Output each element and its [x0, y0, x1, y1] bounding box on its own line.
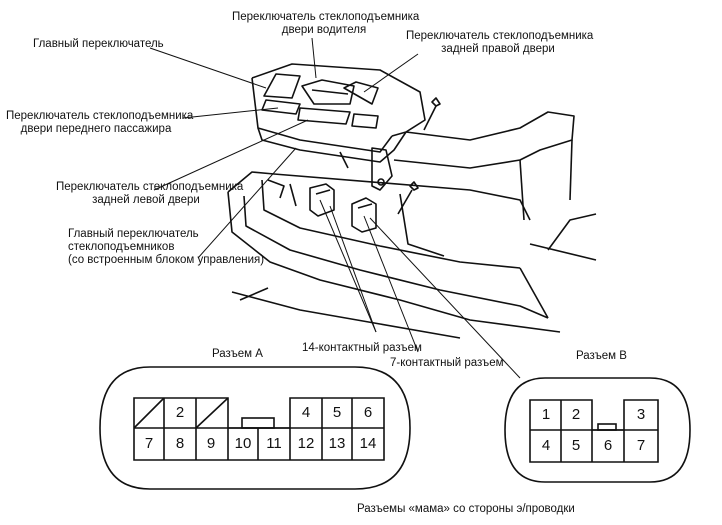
label-rear-right-line1: Переключатель стеклоподъемника [406, 30, 594, 42]
connector-a-drawing [99, 366, 411, 490]
label-main-switch: Главный переключатель [33, 38, 164, 50]
pin-a-6: 6 [363, 404, 373, 421]
label-front-passenger-switch: Переключатель стеклоподъемника двери пер… [6, 110, 194, 136]
connector-b-drawing [504, 377, 691, 483]
label-master-unit-line2: стеклоподъемников [68, 241, 175, 253]
label-connector-14: 14-контактный разъем [302, 342, 422, 354]
pin-b-4: 4 [541, 437, 551, 454]
pin-b-5: 5 [571, 437, 581, 454]
pin-a-9: 9 [206, 435, 216, 452]
pin-b-3: 3 [636, 406, 646, 423]
pin-a-12: 12 [297, 435, 315, 452]
label-rear-left-line2: задней левой двери [92, 194, 200, 206]
label-master-unit-line3: (со встроенным блоком управления) [68, 254, 265, 266]
pin-a-11: 11 [266, 435, 282, 452]
label-master-unit: Главный переключатель стеклоподъемников … [68, 228, 264, 267]
label-front-passenger-line2: двери переднего пассажира [20, 123, 172, 135]
door-panel-drawing [227, 63, 597, 339]
pin-b-6: 6 [603, 437, 613, 454]
label-rear-right-line2: задней правой двери [441, 43, 555, 55]
label-connector-b: Разъем B [576, 350, 627, 362]
pin-a-14: 14 [359, 435, 377, 452]
label-front-passenger-line1: Переключатель стеклоподъемника [6, 110, 194, 122]
pin-a-10: 10 [234, 435, 252, 452]
pin-a-7: 7 [144, 435, 154, 452]
label-rear-left-line1: Переключатель стеклоподъемника [56, 181, 244, 193]
pin-a-4: 4 [301, 404, 311, 421]
pin-b-7: 7 [636, 437, 646, 454]
label-driver-switch-line1: Переключатель стеклоподъемника [232, 11, 420, 23]
label-driver-switch: Переключатель стеклоподъемника двери вод… [232, 11, 420, 37]
pin-a-13: 13 [328, 435, 346, 452]
label-connector-a: Разъем A [212, 348, 263, 360]
pin-a-5: 5 [332, 404, 342, 421]
pin-b-2: 2 [571, 406, 581, 423]
pin-b-1: 1 [541, 406, 551, 423]
pin-a-8: 8 [175, 435, 185, 452]
pin-a-2: 2 [175, 404, 185, 421]
label-master-unit-line1: Главный переключатель [68, 228, 199, 240]
leader-lines [149, 37, 521, 379]
label-rear-left-switch: Переключатель стеклоподъемника задней ле… [56, 181, 244, 207]
label-driver-switch-line2: двери водителя [281, 24, 367, 36]
label-connector-7: 7-контактный разъем [390, 357, 504, 369]
footer-caption: Разъемы «мама» со стороны э/проводки [357, 503, 575, 515]
label-rear-right-switch: Переключатель стеклоподъемника задней пр… [406, 30, 594, 56]
